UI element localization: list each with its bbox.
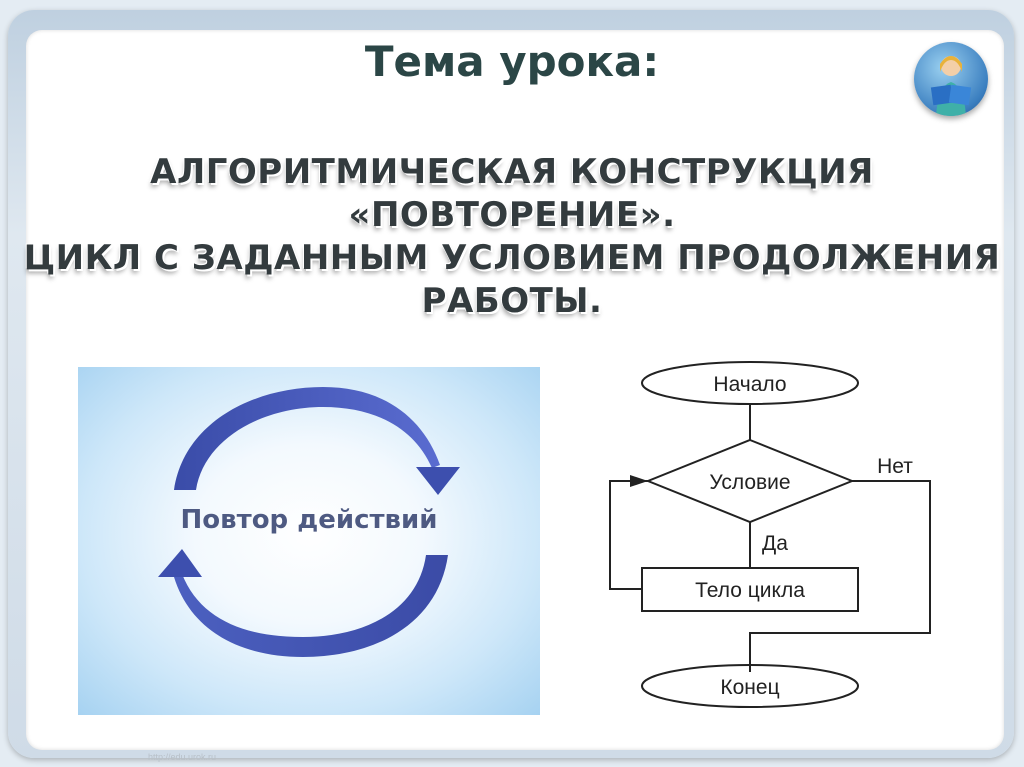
lesson-title: Тема урока:	[0, 37, 1024, 86]
cycle-label: Повтор действий	[78, 505, 540, 535]
repeat-cycle-diagram: Повтор действий	[78, 367, 540, 715]
no-branch-label: Нет	[877, 455, 913, 478]
condition-label: Условие	[709, 471, 790, 494]
yes-branch-label: Да	[762, 532, 788, 555]
start-label: Начало	[713, 373, 786, 396]
end-label: Конец	[720, 676, 779, 699]
watermark: http://edu.urok.ru	[148, 752, 216, 762]
heading-line-4: РАБОТЫ.	[0, 281, 1024, 321]
loop-flowchart: Начало Условие Нет Да Тело цикла Конец	[600, 355, 940, 717]
loop-body-label: Тело цикла	[695, 579, 805, 602]
heading-line-1: АЛГОРИТМИЧЕСКАЯ КОНСТРУКЦИЯ	[0, 152, 1024, 192]
heading-line-2: «ПОВТОРЕНИЕ».	[0, 195, 1024, 235]
girl-reading-book-icon	[914, 42, 988, 116]
cycle-arrow-bottom	[158, 549, 448, 657]
heading-line-3: ЦИКЛ С ЗАДАННЫМ УСЛОВИЕМ ПРОДОЛЖЕНИЯ	[0, 238, 1024, 278]
cycle-arrow-top	[174, 387, 460, 495]
